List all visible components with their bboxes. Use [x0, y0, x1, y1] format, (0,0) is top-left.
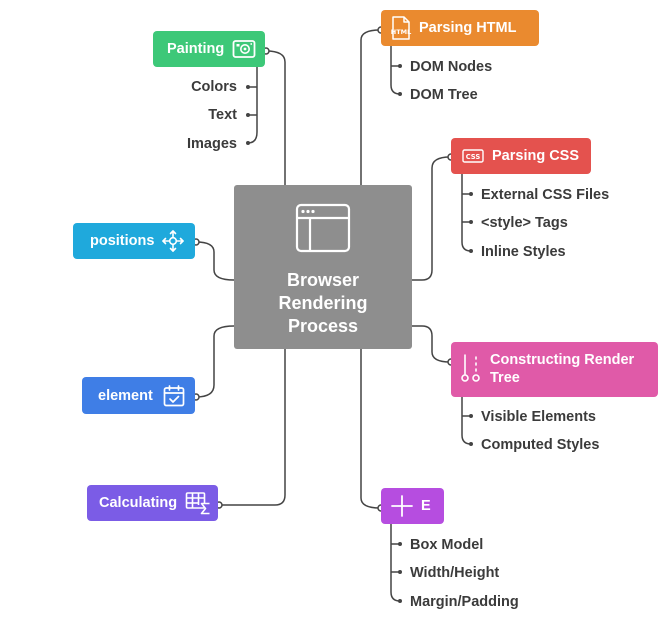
width-height-dot — [398, 570, 402, 574]
layout-e-label: E — [421, 498, 431, 514]
wire-render-tree-children — [461, 397, 472, 445]
wire-center-calculating — [219, 349, 286, 506]
move-arrows-icon — [161, 229, 185, 253]
render-tree-child-computed: Computed Styles — [481, 437, 600, 453]
calculating-node[interactable]: Calculating — [87, 485, 218, 521]
wire-center-parsing-css — [412, 156, 451, 281]
render-tree-label-line-2: Tree — [490, 370, 520, 386]
element-label: element — [98, 387, 153, 404]
central-title-line-2: Rendering — [278, 293, 368, 313]
visible-elements-dot — [469, 414, 473, 418]
painting-child-text: Text — [208, 107, 237, 123]
parsing-html-label: Parsing HTML — [419, 20, 517, 36]
element-node[interactable]: element — [82, 377, 195, 414]
wire-center-render-tree — [412, 325, 451, 363]
dom-nodes-dot — [398, 64, 402, 68]
painting-child-colors: Colors — [191, 79, 237, 95]
wire-center-element — [195, 325, 235, 398]
wire-painting-children — [247, 67, 258, 144]
html-file-icon: HTML — [390, 15, 412, 41]
painting-colors-dot — [246, 85, 250, 89]
layout-e-child-box-model: Box Model — [410, 537, 484, 553]
wire-center-parsing-html — [360, 29, 381, 185]
painting-text-dot — [246, 113, 250, 117]
render-tree-child-visible: Visible Elements — [481, 409, 596, 425]
computed-styles-dot — [469, 442, 473, 446]
render-tree-label: Constructing Render Tree — [490, 351, 634, 387]
parsing-css-child-inline: Inline Styles — [481, 244, 566, 260]
central-title-line-1: Browser — [286, 270, 360, 290]
parsing-css-node[interactable]: CSS Parsing CSS — [451, 138, 591, 174]
wire-layout-e-children — [390, 524, 401, 602]
plus-cross-icon — [391, 495, 413, 517]
external-css-dot — [469, 192, 473, 196]
positions-label: positions — [90, 233, 155, 249]
style-tags-dot — [469, 220, 473, 224]
wire-center-painting — [265, 50, 286, 185]
painting-child-images: Images — [187, 136, 237, 152]
svg-text:HTML: HTML — [391, 28, 411, 36]
parsing-css-child-external: External CSS Files — [481, 187, 610, 203]
dom-tree-dot — [398, 92, 402, 96]
browser-window-icon — [294, 202, 352, 259]
parsing-html-child-dom-tree: DOM Tree — [410, 87, 478, 103]
central-topic-node[interactable]: Browser Rendering Process — [234, 185, 412, 349]
central-title-line-3: Process — [287, 316, 359, 336]
wire-parsing-html-children — [390, 46, 401, 95]
wire-parsing-css-children — [461, 174, 472, 252]
calculating-label: Calculating — [99, 495, 178, 511]
parsing-html-child-dom-nodes: DOM Nodes — [410, 59, 493, 75]
painting-label: Painting — [167, 41, 225, 57]
margin-padding-dot — [398, 599, 402, 603]
parsing-css-child-style-tags: <style> Tags — [481, 215, 568, 231]
css-file-icon: CSS — [462, 148, 484, 164]
wire-center-positions — [195, 241, 235, 281]
layout-e-node[interactable]: E — [381, 488, 444, 524]
wire-center-layout-e — [360, 349, 381, 509]
painting-icon — [232, 39, 256, 59]
inline-styles-dot — [469, 249, 473, 253]
box-model-dot — [398, 542, 402, 546]
layout-e-child-margin-padding: Margin/Padding — [410, 594, 519, 610]
central-topic-title: Browser Rendering Process — [234, 269, 412, 338]
calendar-check-icon — [162, 384, 186, 408]
svg-text:CSS: CSS — [466, 153, 481, 161]
positions-node[interactable]: positions — [73, 223, 195, 259]
render-tree-node[interactable]: Constructing Render Tree — [451, 342, 658, 397]
parsing-html-node[interactable]: HTML Parsing HTML — [381, 10, 539, 46]
table-sum-icon — [185, 491, 211, 515]
render-tree-label-line-1: Constructing Render — [490, 352, 635, 368]
painting-images-dot — [246, 141, 250, 145]
layout-e-child-width-height: Width/Height — [410, 565, 500, 581]
parsing-css-label: Parsing CSS — [492, 148, 580, 164]
branch-icon — [460, 353, 482, 383]
painting-node[interactable]: Painting — [153, 31, 265, 67]
